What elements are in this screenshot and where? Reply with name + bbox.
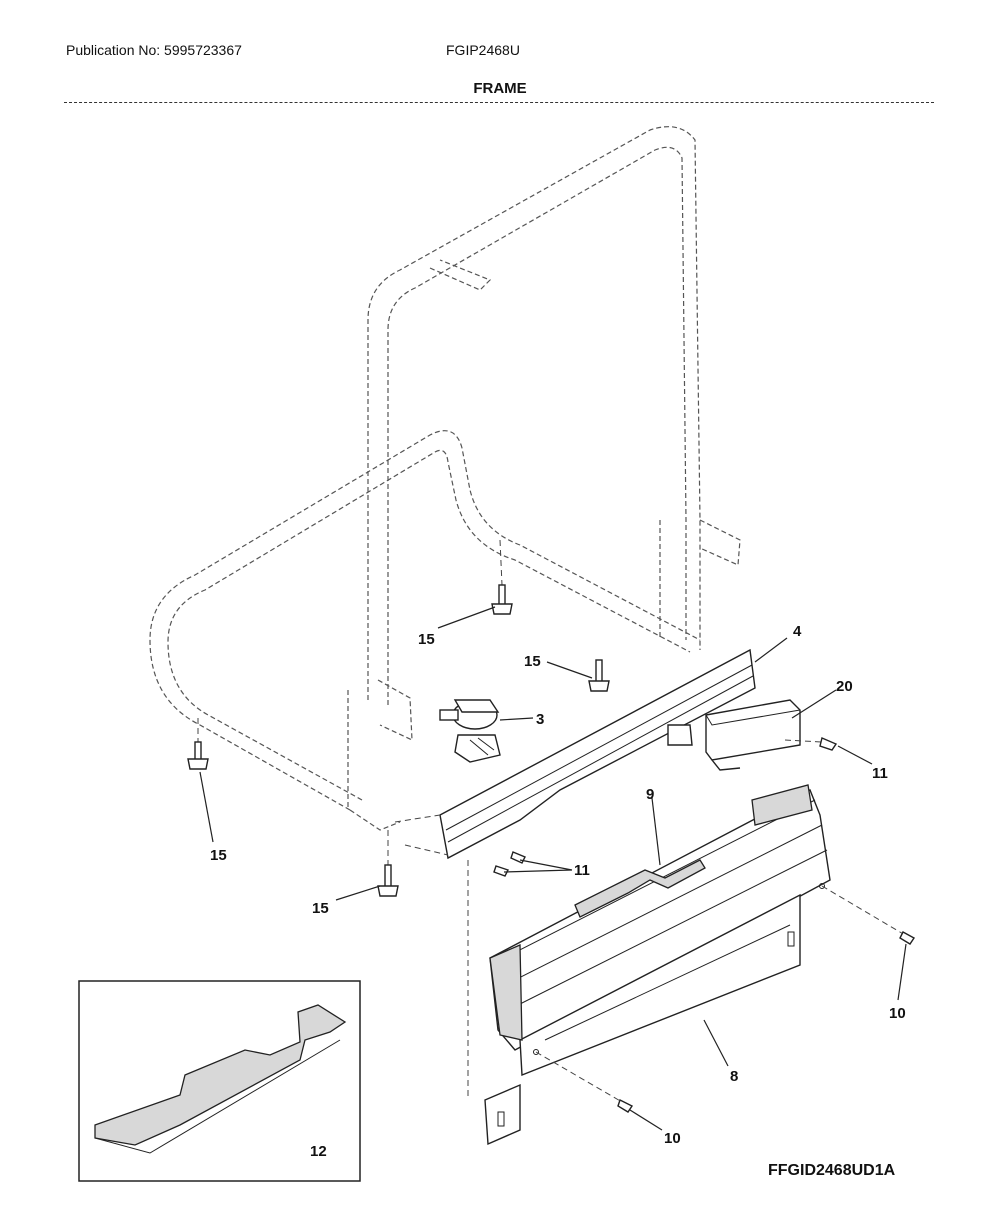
frame-rail bbox=[394, 648, 756, 860]
callout-10-right: 10 bbox=[889, 1005, 906, 1022]
callout-15-left: 15 bbox=[210, 847, 227, 864]
header-divider bbox=[64, 102, 934, 103]
callout-11-right: 11 bbox=[872, 765, 888, 782]
diagram-code: FFGID2468UD1A bbox=[768, 1162, 896, 1179]
callout-10-bottom: 10 bbox=[664, 1130, 681, 1147]
callout-15-upper: 15 bbox=[418, 631, 435, 648]
callout-8: 8 bbox=[730, 1068, 738, 1085]
screw-10-bottom bbox=[535, 1051, 634, 1113]
inlet-valve bbox=[439, 699, 501, 763]
leveling-leg-2 bbox=[588, 659, 610, 692]
inset-detail-box bbox=[78, 980, 361, 1182]
leveling-leg-3 bbox=[187, 718, 209, 770]
leader-lines bbox=[199, 606, 907, 1131]
callout-4: 4 bbox=[793, 623, 802, 640]
tub-frame-outline bbox=[149, 126, 741, 831]
gasket bbox=[574, 859, 706, 918]
toe-kick-panel bbox=[467, 784, 831, 1146]
callout-15-lower: 15 bbox=[312, 900, 329, 917]
callout-11-left: 11 bbox=[574, 862, 590, 879]
callout-3: 3 bbox=[536, 711, 544, 728]
page-title: FRAME bbox=[473, 80, 527, 97]
publication-number: Publication No: 5995723367 bbox=[66, 42, 242, 58]
leveling-leg-1 bbox=[491, 539, 513, 615]
callout-12: 12 bbox=[310, 1143, 327, 1160]
callout-15-middle: 15 bbox=[524, 653, 541, 670]
leveling-leg-4 bbox=[377, 830, 399, 897]
callout-20: 20 bbox=[836, 678, 853, 695]
model-number: FGIP2468U bbox=[446, 42, 520, 58]
callout-9: 9 bbox=[646, 786, 654, 803]
valve-cover bbox=[705, 699, 801, 771]
screw-10-right bbox=[821, 885, 916, 945]
screw-11-right bbox=[784, 737, 838, 751]
